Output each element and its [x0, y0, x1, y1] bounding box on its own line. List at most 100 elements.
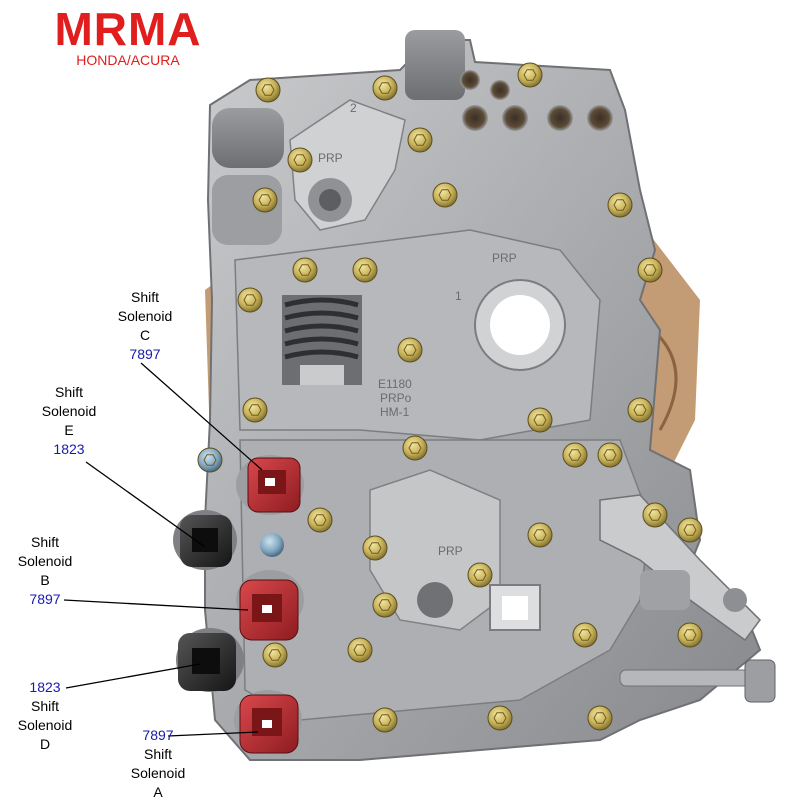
- bolt-hex: [408, 442, 422, 454]
- bolt-hex: [568, 449, 582, 461]
- callout-d-line-2: Solenoid: [17, 717, 73, 733]
- callout-solenoid-d: 1823 Shift Solenoid D: [0, 678, 90, 754]
- mrma-logo: MRMA HONDA/ACURA: [48, 4, 208, 68]
- bolt-head: [362, 535, 388, 561]
- bolt-head: [642, 502, 668, 528]
- bolt-hex: [403, 344, 417, 356]
- solenoid-b: [236, 570, 304, 641]
- leader-line-a: [167, 731, 259, 737]
- bolt-hex: [268, 649, 282, 661]
- bolt-hex: [493, 712, 507, 724]
- bolt-head: [197, 447, 223, 473]
- callout-b-line-3: B: [40, 572, 50, 588]
- bolt-head: [237, 287, 263, 313]
- casting-prp-mid: PRP: [492, 251, 517, 265]
- callout-e-line-2: Solenoid: [41, 403, 97, 419]
- callout-solenoid-b: Shift Solenoid B 7897: [0, 533, 90, 609]
- bolt-hex: [603, 449, 617, 461]
- bolt-head: [347, 637, 373, 663]
- bolt-hex: [648, 509, 662, 521]
- callout-b-line-2: Solenoid: [17, 553, 73, 569]
- bolt-head: [307, 507, 333, 533]
- bolt-hex: [203, 454, 217, 466]
- bolt-head: [572, 622, 598, 648]
- bolt-head: [287, 147, 313, 173]
- solenoid-d: [176, 628, 244, 692]
- callout-a-part-number: 7897: [142, 727, 174, 743]
- bolt-hex: [368, 542, 382, 554]
- valve-spring: [282, 295, 362, 385]
- bolt-head: [587, 705, 613, 731]
- casting-code-1: E1180: [378, 377, 412, 391]
- solenoid-a: [234, 690, 302, 754]
- bolt-head: [677, 622, 703, 648]
- callout-e-line-3: E: [64, 422, 74, 438]
- bolt-hex: [533, 414, 547, 426]
- leader-lines: [63, 362, 263, 737]
- casting-code-3: HM-1: [380, 405, 410, 419]
- bolt-head: [262, 642, 288, 668]
- callout-a-line-2: Solenoid: [130, 765, 186, 781]
- bolt-head: [407, 127, 433, 153]
- casting-prp-lower: PRP: [438, 544, 463, 558]
- casting-prp-upper: PRP: [318, 151, 343, 165]
- bolt-hex: [293, 154, 307, 166]
- bolt-head: [402, 435, 428, 461]
- callout-d-part-number: 1823: [29, 679, 61, 695]
- bolt-hex: [243, 294, 257, 306]
- bolt-hex: [578, 629, 592, 641]
- bolt-head: [252, 187, 278, 213]
- bolt-hex: [378, 714, 392, 726]
- bolt-hex: [358, 264, 372, 276]
- bolt-head: [637, 257, 663, 283]
- logo-title: MRMA: [54, 3, 202, 55]
- bolt-head: [372, 592, 398, 618]
- logo-subtitle: HONDA/ACURA: [76, 52, 180, 68]
- callout-e-part-number: 1823: [53, 441, 85, 457]
- callout-a-line-1: Shift: [143, 746, 172, 762]
- bolt-head: [677, 517, 703, 543]
- bolt-hex: [413, 134, 427, 146]
- bolt-hex: [523, 69, 537, 81]
- bolt-hex: [473, 569, 487, 581]
- callout-solenoid-c: Shift Solenoid C 7897: [100, 288, 190, 364]
- casting-digit-2: 2: [350, 101, 357, 115]
- bolts: [197, 62, 703, 733]
- bolt-head: [432, 182, 458, 208]
- bolt-hex: [313, 514, 327, 526]
- bolt-hex: [261, 84, 275, 96]
- bolt-hex: [378, 82, 392, 94]
- bolt-head: [527, 522, 553, 548]
- manual-valve-arm: [599, 494, 776, 703]
- leader-line-b: [63, 599, 249, 611]
- bolt-hex: [633, 404, 647, 416]
- bolt-hex: [438, 189, 452, 201]
- callout-a-line-3: A: [153, 784, 163, 800]
- bolt-hex: [683, 629, 697, 641]
- bolt-head: [352, 257, 378, 283]
- callout-d-line-1: Shift: [30, 698, 59, 714]
- bolt-hex: [643, 264, 657, 276]
- callout-b-line-1: Shift: [30, 534, 59, 550]
- callout-solenoid-a: 7897 Shift Solenoid A: [113, 726, 203, 802]
- bolt-hex: [248, 404, 262, 416]
- bolt-head: [627, 397, 653, 423]
- callout-solenoid-e: Shift Solenoid E 1823: [24, 383, 114, 459]
- callout-b-part-number: 7897: [29, 591, 61, 607]
- bolt-hex: [378, 599, 392, 611]
- bolt-head: [487, 705, 513, 731]
- bolt-hex: [683, 524, 697, 536]
- bolt-head: [607, 192, 633, 218]
- callout-e-line-1: Shift: [54, 384, 83, 400]
- bolt-head: [292, 257, 318, 283]
- bolt-hex: [258, 194, 272, 206]
- bolt-head: [467, 562, 493, 588]
- port-holes: [460, 70, 613, 131]
- bolt-head: [527, 407, 553, 433]
- bolt-head: [372, 707, 398, 733]
- bolt-head: [242, 397, 268, 423]
- bolt-head: [562, 442, 588, 468]
- casting-digit-1: 1: [455, 289, 462, 303]
